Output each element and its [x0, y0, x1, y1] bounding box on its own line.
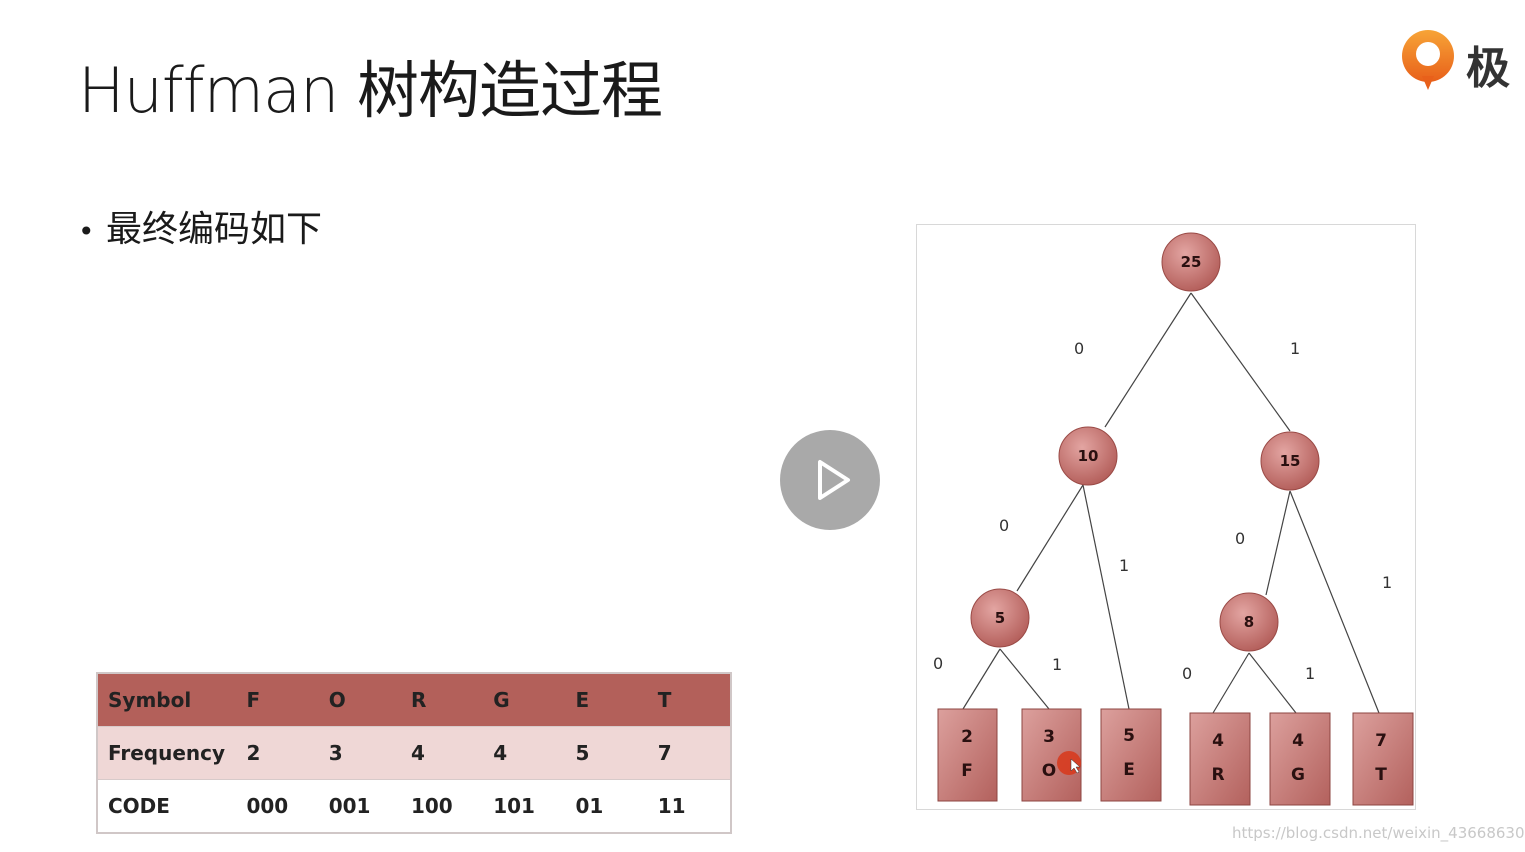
leaf-symbol: T: [1375, 765, 1387, 785]
leaf-symbol: G: [1291, 765, 1305, 785]
leaf-symbol: E: [1123, 760, 1135, 780]
bullet-dot: •: [78, 214, 95, 248]
tree-leaf-o: 3 O: [1021, 708, 1082, 802]
tree-node-ten: 10: [1058, 426, 1118, 486]
huffman-code-table: Symbol F O R G E T Frequency 2 3 4 4 5 7…: [96, 672, 732, 834]
tree-leaf-f: 2 F: [937, 708, 998, 802]
edge-label: 1: [1382, 573, 1392, 592]
table-cell: T: [647, 673, 731, 727]
edge-ten-left: [1016, 484, 1084, 592]
edge-label: 0: [1235, 529, 1245, 548]
table-cell: 11: [647, 779, 731, 833]
table-cell: 7: [647, 726, 731, 780]
leaf-symbol: F: [961, 761, 973, 781]
edge-label: 0: [999, 516, 1009, 535]
bullet-text: 最终编码如下: [106, 209, 323, 250]
table-cell: 101: [483, 779, 566, 833]
table-cell: 3: [318, 726, 401, 780]
leaf-value: 2: [961, 727, 973, 747]
play-button[interactable]: [780, 430, 880, 530]
tree-leaf-t: 7 T: [1352, 712, 1414, 806]
edge-label: 1: [1119, 556, 1129, 575]
leaf-symbol: R: [1211, 765, 1224, 785]
huffman-tree-diagram: 0 1 0 1 0 1 0 1 0 1 25 10 15 5 8: [916, 224, 1416, 810]
edge-five-left: [962, 648, 1001, 710]
tree-node-eight: 8: [1219, 592, 1279, 652]
edge-fifteen-left: [1265, 490, 1291, 596]
mouse-cursor-icon: [1070, 758, 1081, 774]
node-value: 8: [1244, 613, 1254, 631]
geek-logo-icon: [1402, 30, 1454, 90]
slide-title: Huffman 树构造过程: [78, 54, 663, 127]
table-cell: 000: [236, 779, 319, 833]
table-cell: 4: [483, 726, 566, 780]
leaf-value: 5: [1123, 726, 1135, 746]
tree-leaf-r: 4 R: [1189, 712, 1251, 806]
leaf-value: 7: [1375, 731, 1387, 751]
edge-five-right: [999, 648, 1050, 710]
edge-fifteen-right: [1289, 490, 1380, 714]
logo-text: 极: [1466, 43, 1510, 94]
leaf-value: 3: [1043, 727, 1055, 747]
table-cell: CODE: [97, 779, 237, 833]
tree-node-five: 5: [970, 588, 1030, 648]
table-cell: 100: [400, 779, 484, 833]
table-cell: 01: [565, 779, 648, 833]
table-row-symbol: Symbol F O R G E T: [97, 673, 731, 727]
table-cell: Frequency: [97, 726, 237, 780]
node-value: 10: [1078, 447, 1099, 465]
tree-edges: [962, 292, 1380, 714]
tree-leaf-g: 4 G: [1269, 712, 1331, 806]
leaf-symbol: O: [1042, 761, 1056, 781]
edge-label: 1: [1052, 655, 1062, 674]
edge-label: 0: [1074, 339, 1084, 358]
edge-label: 0: [1182, 664, 1192, 683]
leaf-value: 4: [1212, 731, 1224, 751]
tree-leaf-e: 5 E: [1100, 708, 1162, 802]
tree-node-fifteen: 15: [1260, 431, 1320, 491]
node-value: 5: [995, 609, 1005, 627]
watermark: https://blog.csdn.net/weixin_43668630: [1232, 824, 1525, 842]
table-cell: 001: [318, 779, 401, 833]
play-icon: [818, 460, 850, 500]
node-value: 15: [1280, 452, 1301, 470]
edge-label: 1: [1290, 339, 1300, 358]
bullet-item: • 最终编码如下: [78, 200, 322, 252]
table-cell: 5: [565, 726, 648, 780]
edge-eight-right: [1248, 652, 1297, 714]
table-cell: 4: [400, 726, 484, 780]
table-cell: F: [236, 673, 319, 727]
table-cell: 2: [236, 726, 319, 780]
node-value: 25: [1181, 253, 1202, 271]
table-cell: R: [400, 673, 484, 727]
table-row-code: CODE 000 001 100 101 01 11: [97, 779, 731, 833]
edge-root-right: [1190, 292, 1291, 432]
edge-label: 1: [1305, 664, 1315, 683]
edge-eight-left: [1212, 652, 1250, 714]
leaf-value: 4: [1292, 731, 1304, 751]
edge-label: 0: [933, 654, 943, 673]
table-row-frequency: Frequency 2 3 4 4 5 7: [97, 726, 731, 780]
table-cell: Symbol: [97, 673, 237, 727]
edge-root-left: [1104, 292, 1192, 428]
edge-ten-right: [1082, 484, 1130, 710]
table-cell: G: [483, 673, 566, 727]
tree-node-root: 25: [1161, 232, 1221, 292]
table-cell: E: [565, 673, 648, 727]
table-cell: O: [318, 673, 401, 727]
